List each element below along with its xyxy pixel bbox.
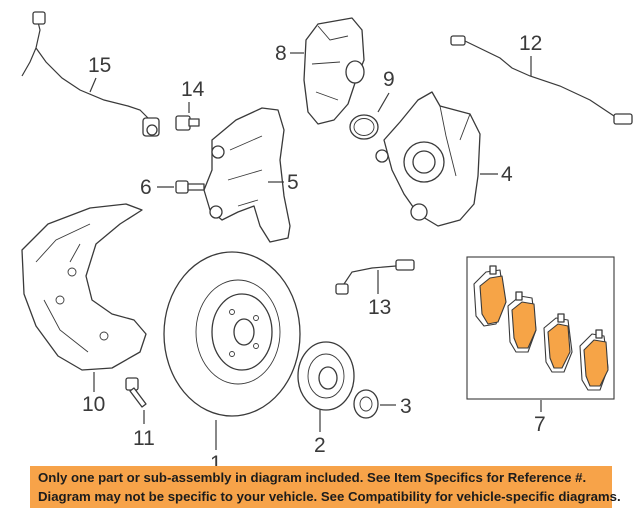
disclaimer-banner: Only one part or sub-assembly in diagram… bbox=[30, 466, 621, 508]
splash-shield-part bbox=[21, 203, 147, 371]
bolt-14-part bbox=[175, 115, 200, 131]
callout-4: 4 bbox=[501, 163, 513, 186]
callout-8: 8 bbox=[275, 42, 287, 65]
wear-sensor-13-part bbox=[335, 259, 415, 295]
callout-15: 15 bbox=[88, 54, 111, 77]
callout-12: 12 bbox=[519, 32, 542, 55]
brake-pad-set-part bbox=[466, 256, 615, 400]
callout-7: 7 bbox=[534, 413, 546, 436]
caliper-bracket-part bbox=[203, 107, 291, 243]
bolt-6-part bbox=[175, 180, 205, 194]
callout-14: 14 bbox=[181, 78, 205, 101]
brake-rotor-part bbox=[163, 251, 301, 417]
wear-sensor-12-part bbox=[450, 35, 633, 125]
callout-13: 13 bbox=[368, 296, 391, 319]
bolt-11-part bbox=[125, 377, 147, 408]
disclaimer-line-2: Diagram may not be specific to your vehi… bbox=[38, 488, 621, 504]
o-ring-part bbox=[349, 114, 379, 140]
speed-sensor-wire-part bbox=[21, 11, 160, 137]
brake-caliper-part bbox=[375, 91, 481, 227]
callout-6: 6 bbox=[140, 176, 152, 199]
callout-5: 5 bbox=[287, 171, 299, 194]
callout-1: 1 bbox=[210, 452, 222, 475]
callout-9: 9 bbox=[383, 68, 395, 91]
callout-3: 3 bbox=[400, 395, 412, 418]
callout-10: 10 bbox=[82, 393, 105, 416]
hub-nut-part bbox=[353, 389, 379, 419]
callout-2: 2 bbox=[314, 434, 326, 457]
disclaimer-line-1: Only one part or sub-assembly in diagram… bbox=[38, 470, 587, 485]
callout-11: 11 bbox=[133, 427, 155, 450]
wheel-hub-part bbox=[297, 341, 355, 411]
brake-actuator-part bbox=[303, 17, 365, 125]
